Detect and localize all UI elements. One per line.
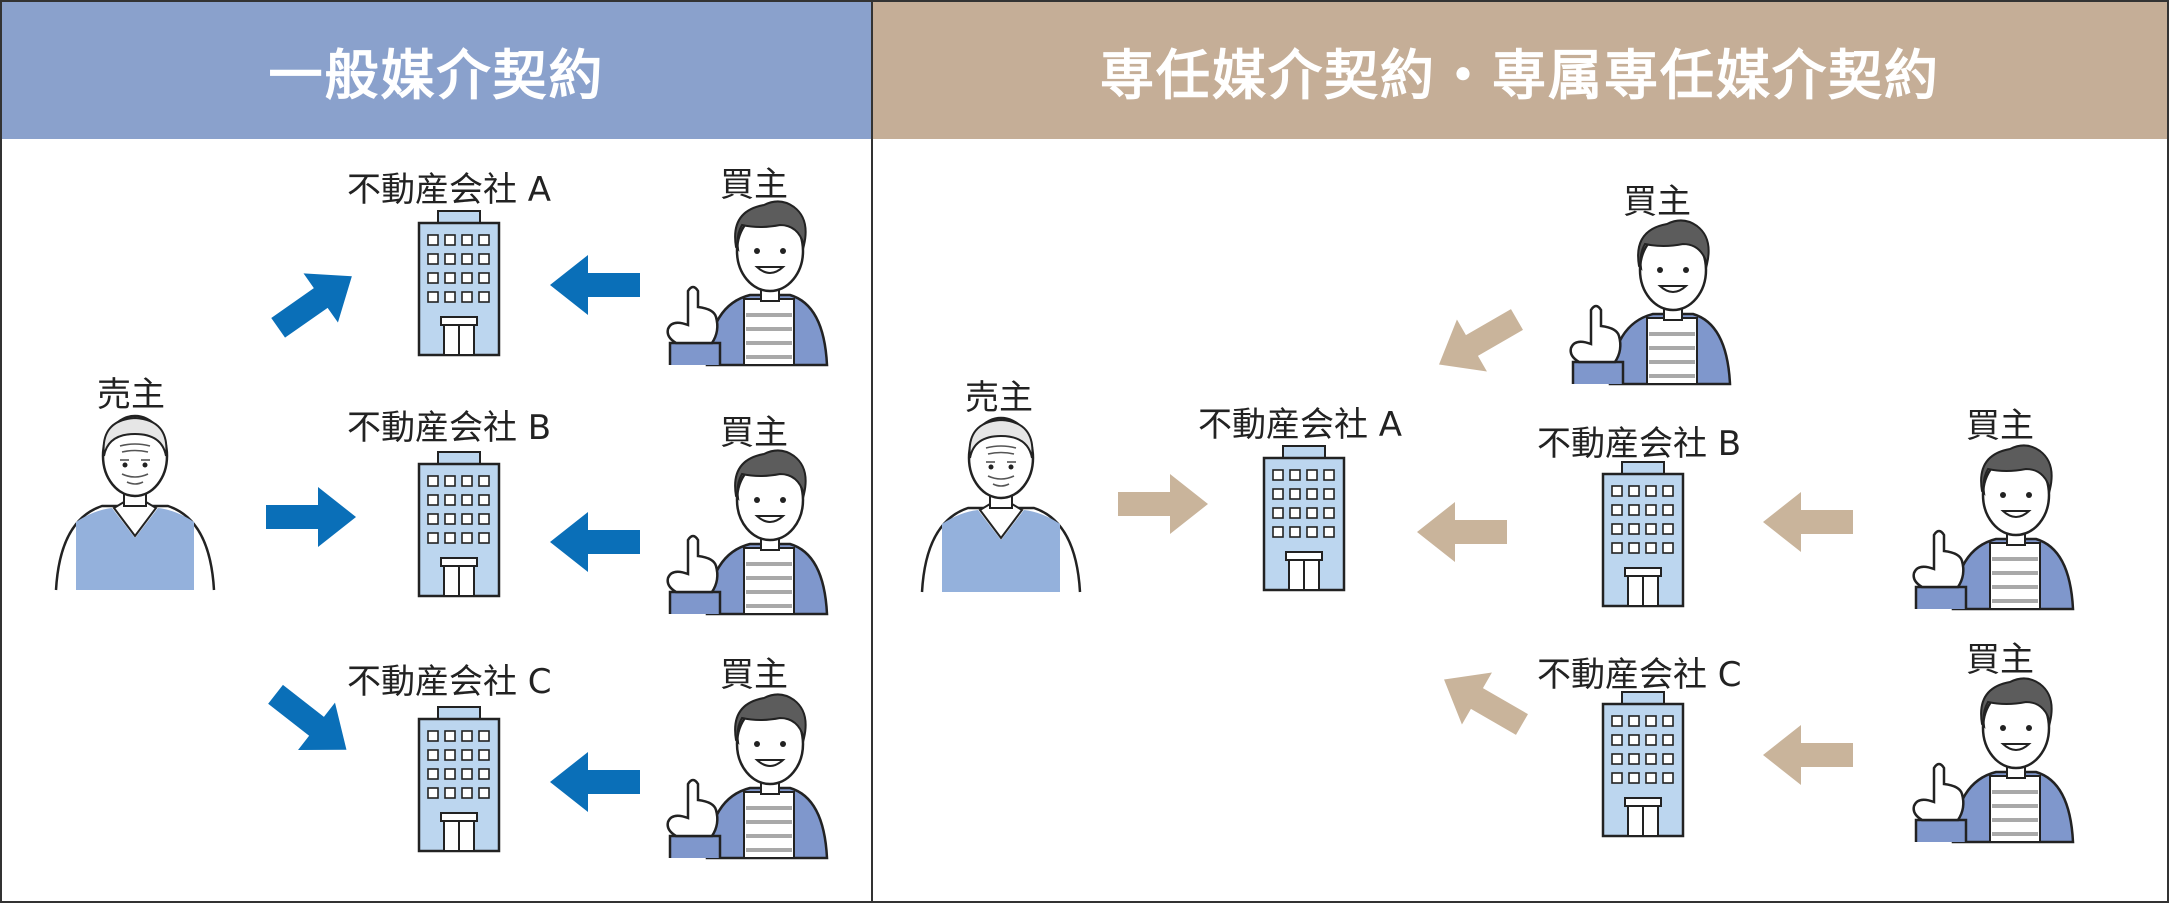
buyer-label: 買主 — [1623, 182, 1691, 222]
general-panel-title: 一般媒介契約 — [2, 2, 871, 139]
company-a-label: 不動産会社 A — [347, 170, 552, 210]
buyer-label: 買主 — [720, 413, 788, 453]
arrow-icon — [1118, 474, 1208, 534]
arrow-icon — [550, 752, 640, 812]
arrow-icon — [1424, 293, 1532, 391]
general-contract-panel: 一般媒介契約 売主 不動産会社 A 買主 不動産会社 B 買主 不動産会社 C … — [0, 0, 873, 903]
office-building-icon — [417, 209, 501, 357]
buyer-label: 買主 — [1966, 640, 2034, 680]
buyer-person-icon — [665, 448, 829, 616]
buyer-person-icon — [1911, 676, 2075, 844]
office-building-icon — [1601, 460, 1685, 608]
buyer-label: 買主 — [720, 165, 788, 205]
company-c-label: 不動産会社 C — [1537, 655, 1742, 695]
office-building-icon — [1262, 444, 1346, 592]
seller-person-icon — [920, 416, 1082, 594]
office-building-icon — [1601, 690, 1685, 838]
exclusive-panel-title: 専任媒介契約・専属専任媒介契約 — [873, 2, 2167, 139]
office-building-icon — [417, 450, 501, 598]
arrow-icon — [550, 512, 640, 572]
company-b-label: 不動産会社 B — [1537, 424, 1742, 464]
arrow-icon — [1417, 502, 1507, 562]
buyer-label: 買主 — [720, 655, 788, 695]
main-company-a-label: 不動産会社 A — [1198, 405, 1403, 445]
exclusive-contract-panel: 専任媒介契約・専属専任媒介契約 売主 不動産会社 A 買主 不動産会社 B 買主… — [871, 0, 2169, 903]
buyer-person-icon — [665, 692, 829, 860]
office-building-icon — [417, 705, 501, 853]
seller-person-icon — [54, 414, 216, 592]
arrow-icon — [550, 255, 640, 315]
general-seller-label: 売主 — [97, 375, 165, 415]
company-c-label: 不動産会社 C — [347, 662, 552, 702]
arrow-icon — [1763, 725, 1853, 785]
exclusive-seller-label: 売主 — [965, 378, 1033, 418]
buyer-person-icon — [1911, 443, 2075, 611]
arrow-icon — [1763, 492, 1853, 552]
arrow-icon — [266, 487, 356, 547]
buyer-person-icon — [665, 199, 829, 367]
arrow-icon — [260, 251, 370, 353]
company-b-label: 不動産会社 B — [347, 408, 552, 448]
buyer-label: 買主 — [1966, 406, 2034, 446]
arrow-icon — [1429, 653, 1537, 751]
buyer-person-icon — [1568, 218, 1732, 386]
